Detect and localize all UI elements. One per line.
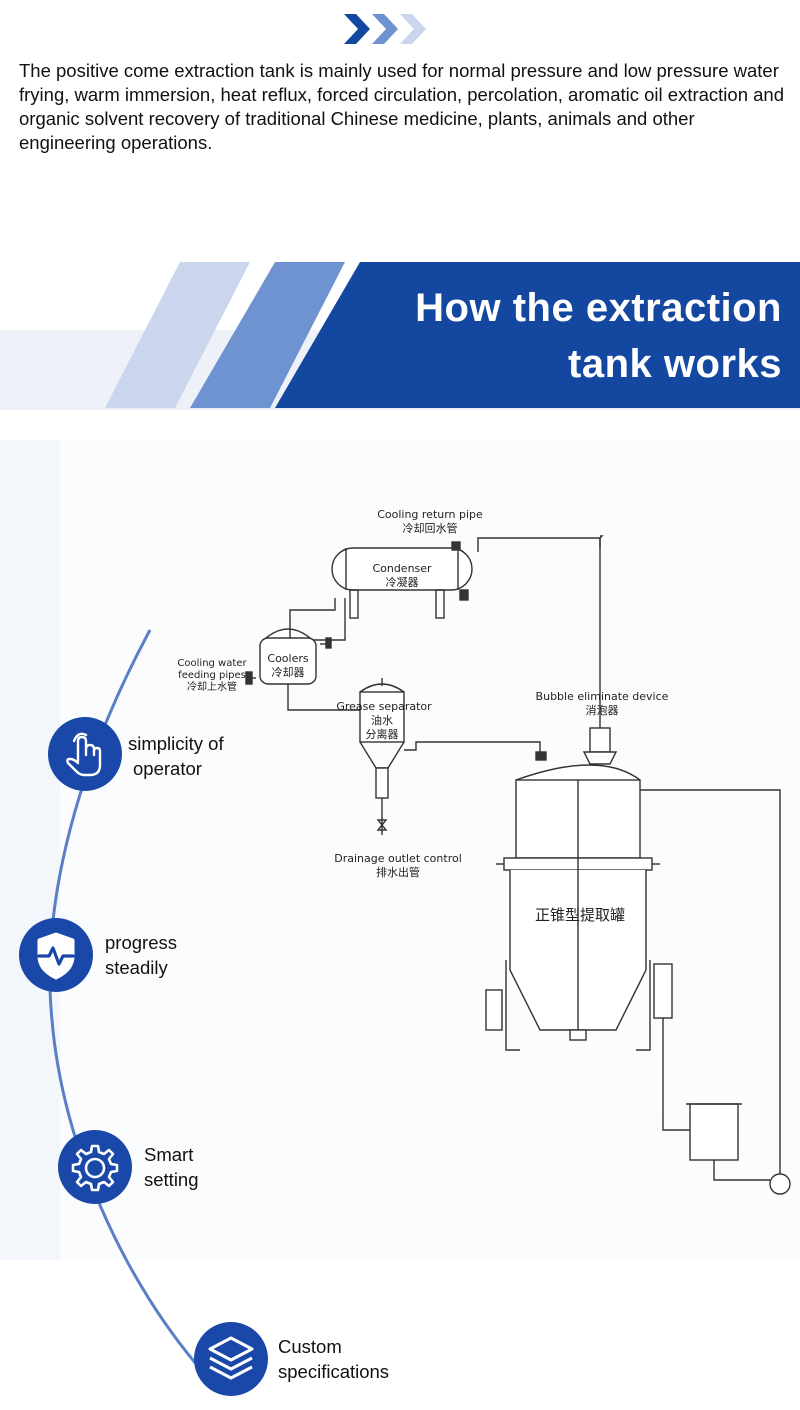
section-banner — [0, 262, 800, 410]
section-title-line1: How the extraction — [415, 286, 782, 330]
feature-label: simplicity of operator — [128, 731, 224, 781]
intro-paragraph: The positive come extraction tank is mai… — [19, 60, 784, 153]
cooling-return-cn-label: 冷却回水管 — [403, 521, 458, 535]
feature-label-line2: operator — [133, 758, 202, 779]
feature-label-line1: Custom — [278, 1336, 342, 1357]
feature-label-line2: specifications — [278, 1361, 390, 1382]
left-panel — [0, 440, 60, 1260]
feature-label: Smart setting — [144, 1142, 199, 1192]
feature-label-line1: simplicity of — [128, 733, 224, 754]
feeding-label-line2: feeding pipes — [178, 670, 246, 681]
coolers-cn-label: 冷却器 — [272, 666, 305, 679]
condenser-label: Condenser — [372, 562, 432, 575]
feature-label: progress steadily — [105, 930, 177, 980]
extraction-process-diagram: Cooling return pipe 冷却回水管 Condenser 冷凝器 … — [177, 508, 791, 1195]
feature-icon-circle — [194, 1322, 268, 1396]
bubble-device-label: Bubble eliminate device — [536, 690, 669, 703]
layers-icon — [208, 1336, 254, 1380]
grease-separator-cn1-label: 油水 — [371, 713, 393, 727]
drainage-label: Drainage outlet control — [334, 852, 462, 865]
drainage-cn-label: 排水出管 — [376, 865, 420, 879]
section-title: How the extraction tank works — [322, 280, 782, 392]
hand-pointer-icon — [66, 732, 102, 777]
bubble-device-cn-label: 消泡器 — [586, 703, 619, 717]
gear-icon — [71, 1144, 119, 1192]
feature-icon-circle — [48, 717, 122, 791]
feature-label-line1: progress — [105, 932, 177, 953]
feature-label-line1: Smart — [144, 1144, 194, 1165]
feature-label-line2: steadily — [105, 957, 168, 978]
chevron-arrows-icon — [344, 14, 426, 44]
section-title-line2: tank works — [568, 342, 782, 386]
cooling-return-label: Cooling return pipe — [377, 508, 483, 521]
shield-pulse-icon — [37, 932, 75, 980]
feeding-label-line1: Cooling water — [177, 658, 247, 669]
feature-label-line2: setting — [144, 1169, 199, 1190]
grease-separator-cn2-label: 分离器 — [366, 727, 399, 741]
coolers-label: Coolers — [267, 652, 308, 665]
feature-icon-circle — [58, 1130, 132, 1204]
grease-separator-label: Grease separator — [336, 700, 432, 713]
condenser-cn-label: 冷凝器 — [386, 575, 419, 589]
tank-cn-label: 正锥型提取罐 — [535, 906, 625, 924]
feeding-cn-label: 冷却上水管 — [187, 680, 237, 693]
feature-label: Custom specifications — [278, 1334, 389, 1384]
feature-icon-circle — [19, 918, 93, 992]
